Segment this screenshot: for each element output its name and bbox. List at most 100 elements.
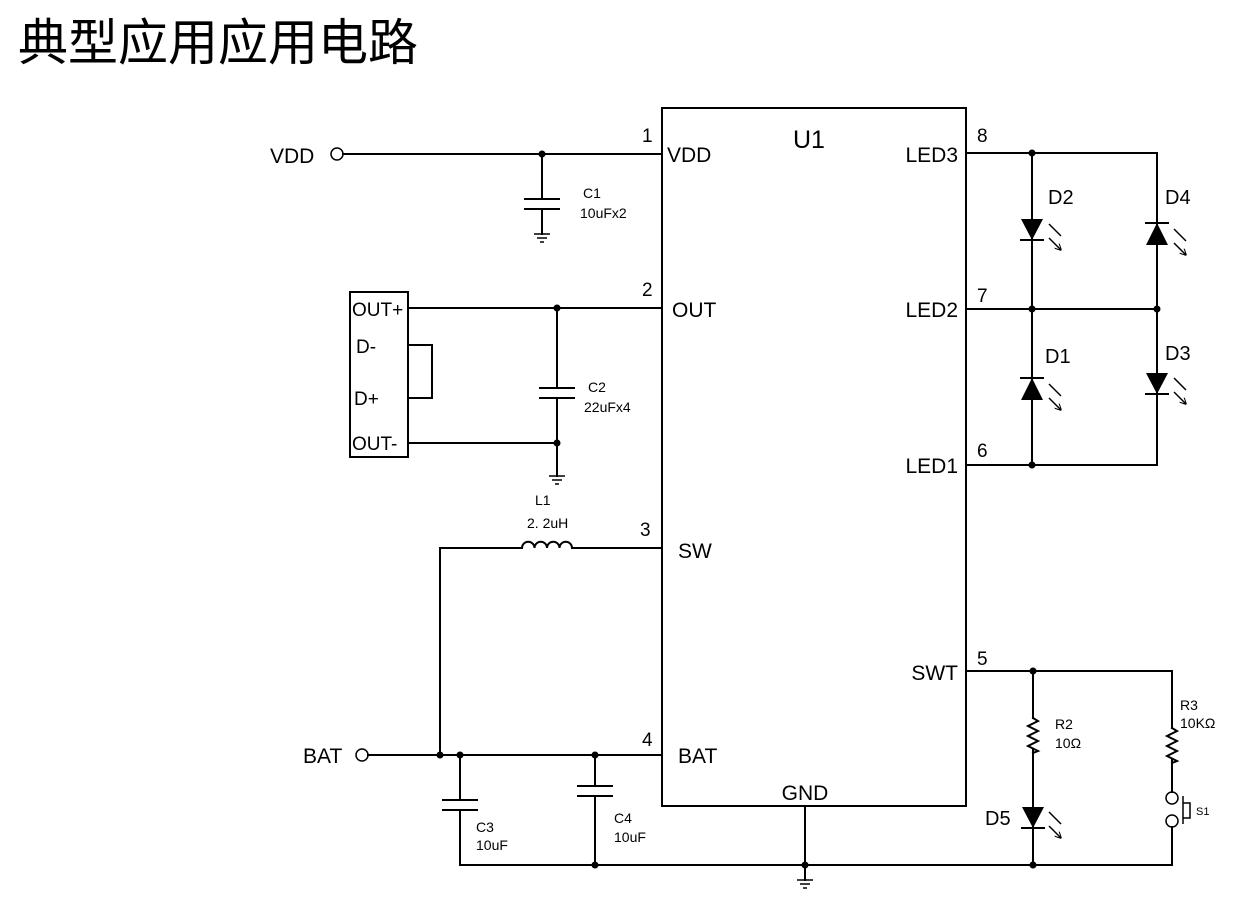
capacitor-c1 [524,153,560,235]
c4-value-label: 10uF [614,829,646,845]
junction-dot [801,861,809,869]
l1-ref-label: L1 [535,492,551,508]
d2-ref-label: D2 [1048,187,1074,209]
capacitor-plates [577,785,613,797]
led-d2: D2 [1020,187,1074,250]
capacitor-c3 [442,754,478,866]
c2-value-label: 22uFx4 [584,399,631,415]
pin-number-5: 5 [977,649,988,670]
pin-number-1: 1 [642,126,653,147]
capacitor-c2 [539,307,575,477]
led-matrix: D2 D4 D1 D3 [965,149,1191,469]
diode-triangle [1146,223,1168,245]
pin-number-4: 4 [642,730,653,751]
r3-value-label: 10KΩ [1180,715,1215,731]
led-d5: D5 [985,807,1061,838]
connector-pin-d-plus: D+ [354,389,379,410]
swt-network: R2 10Ω D5 R3 10KΩ S1 [965,667,1215,866]
light-emission-arrows [1173,377,1186,404]
switch-contact [1165,814,1179,828]
pin-number-3: 3 [640,520,651,541]
d5-ref-label: D5 [985,808,1011,830]
terminal-label-vdd: VDD [270,145,314,168]
usb-connector [349,291,409,458]
s1-ref-label: S1 [1196,806,1209,818]
pin-number-7: 7 [977,286,988,307]
r2-ref-label: R2 [1055,716,1073,732]
d3-ref-label: D3 [1165,343,1191,365]
ic-body [661,107,967,807]
resistor-r2 [1025,716,1041,755]
led-d4: D4 [1145,187,1191,255]
diode-triangle [1146,373,1168,394]
led-d1: D1 [1020,346,1071,410]
d1-ref-label: D1 [1045,346,1071,368]
ground-symbol [549,475,565,485]
l1-value-label: 2. 2uH [527,515,568,531]
diode-triangle [1021,378,1043,400]
pin-label-bat: BAT [678,745,717,768]
pin-number-6: 6 [977,441,988,462]
connector-pin-out-minus: OUT- [352,434,397,455]
junction-dot [1028,461,1036,469]
r2-value-label: 10Ω [1055,735,1081,751]
capacitor-c4 [577,754,613,866]
ic-ref-label: U1 [793,126,825,154]
c1-value-label: 10uFx2 [580,205,627,221]
r3-ref-label: R3 [1180,697,1198,713]
diode-triangle [1021,219,1043,240]
light-emission-arrows [1048,811,1061,838]
capacitor-plates [524,198,560,210]
pin-label-gnd: GND [782,782,829,805]
ground-rail [459,805,1173,889]
pin-number-8: 8 [977,126,988,147]
terminal-vdd [330,147,344,161]
light-emission-arrows [1173,228,1186,255]
output-network: OUT+ D- D+ OUT- C2 22uFx4 [349,291,663,485]
inductor-l1 [520,540,574,550]
pushbutton-s1: S1 [1165,791,1209,828]
junction-dot [1028,149,1036,157]
light-emission-arrows [1048,223,1061,250]
wire-data-short [407,344,433,399]
switch-contact [1165,791,1179,805]
junction-dot [436,751,444,759]
junction-dot [591,861,599,869]
ground-symbol [534,233,550,243]
junction-dot [1153,305,1161,313]
connector-pin-out-plus: OUT+ [352,300,403,321]
pin-label-led2: LED2 [905,299,958,322]
pin-label-vdd: VDD [667,144,711,167]
led-d3: D3 [1145,343,1191,404]
switch-actuator [1182,796,1191,824]
vdd-network: VDD C1 10uFx2 [270,145,663,243]
capacitor-plates [539,387,575,399]
light-emission-arrows [1048,383,1061,410]
c4-ref-label: C4 [614,810,632,826]
ground-symbol [797,879,813,889]
pin-label-sw: SW [678,540,712,563]
pin-label-swt: SWT [911,662,958,685]
page-title: 典型应用应用电路 [18,14,418,72]
c3-ref-label: C3 [476,819,494,835]
c3-value-label: 10uF [476,837,508,853]
battery-network: BAT C3 10uF C4 10uF [303,745,663,866]
ic-u1: U1 1 VDD 2 OUT 3 SW 4 BAT 8 LED3 7 LED2 … [640,107,988,807]
switch-node-network: L1 2. 2uH [439,492,663,756]
pin-label-led3: LED3 [905,144,958,167]
diode-triangle [1022,807,1044,828]
c1-ref-label: C1 [583,185,601,201]
c2-ref-label: C2 [588,379,606,395]
pin-label-out: OUT [672,299,717,322]
pin-number-2: 2 [642,280,653,301]
d4-ref-label: D4 [1165,187,1191,209]
junction-dot [1028,305,1036,313]
connector-pin-d-minus: D- [356,337,376,358]
pin-label-led1: LED1 [905,455,958,478]
terminal-label-bat: BAT [303,745,342,768]
capacitor-plates [442,799,478,811]
terminal-bat [355,748,369,762]
junction-dot [553,439,561,447]
